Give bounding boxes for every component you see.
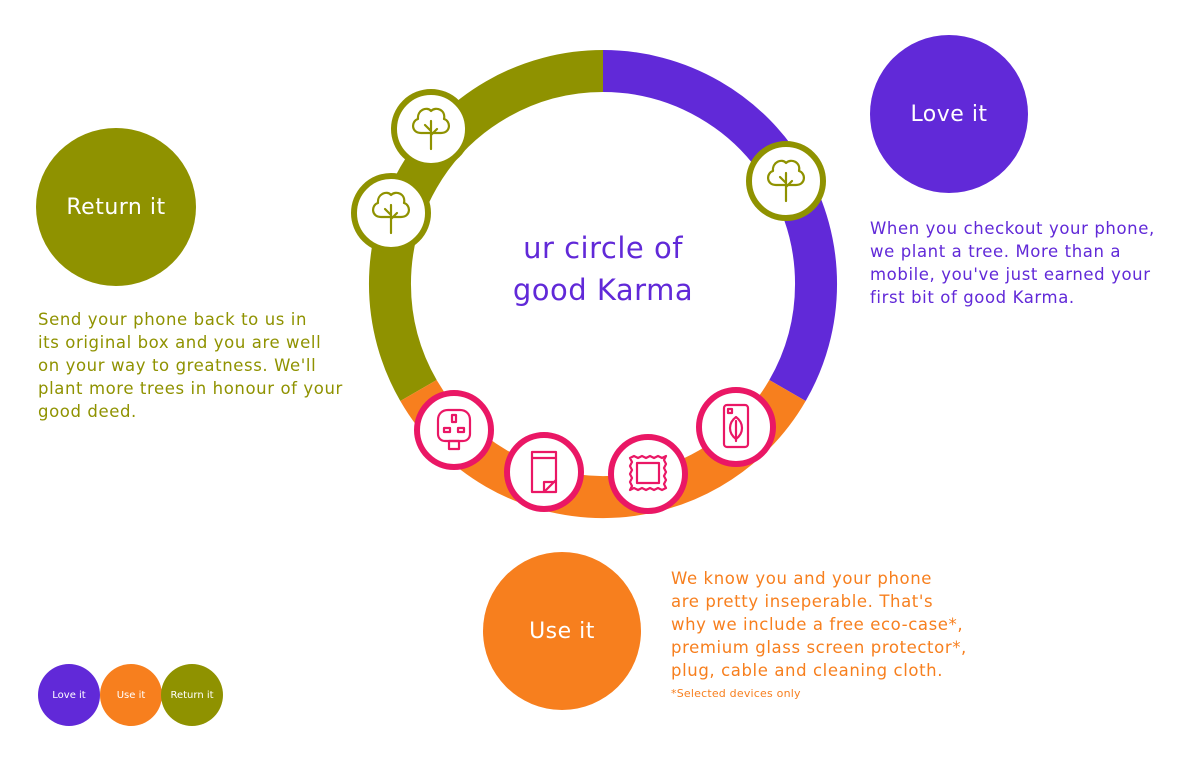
description-line: premium glass screen protector*, xyxy=(671,638,967,657)
center-title-line: good Karma xyxy=(512,273,694,307)
use-it-label: Use it xyxy=(529,618,595,644)
cleaning-cloth-icon xyxy=(608,434,688,514)
eco-case-icon xyxy=(696,387,776,467)
love-it-label: Love it xyxy=(910,101,988,127)
screen-protector-icon xyxy=(504,432,584,512)
tree-icon xyxy=(746,141,826,221)
love-it-bubble: Love it xyxy=(870,35,1028,193)
legend-label: Use it xyxy=(116,689,146,701)
center-title-line: ur circle of xyxy=(523,231,683,265)
description-line: its original box and you are well xyxy=(38,333,322,352)
description-line: are pretty inseperable. That's xyxy=(671,592,934,611)
tree-icon xyxy=(391,89,471,169)
legend-use-it: Use it xyxy=(100,664,162,726)
center-title: ur circle of good Karma xyxy=(463,227,743,311)
legend-love-it: Love it xyxy=(38,664,100,726)
legend-label: Return it xyxy=(170,689,214,701)
description-line: plug, cable and cleaning cloth. xyxy=(671,661,944,680)
description-line: mobile, you've just earned your xyxy=(870,265,1151,284)
return-it-bubble: Return it xyxy=(36,128,196,286)
tree-icon xyxy=(351,173,431,253)
description-line: we plant a tree. More than a xyxy=(870,242,1122,261)
return-description: Send your phone back to us in its origin… xyxy=(38,308,343,423)
description-line: good deed. xyxy=(38,402,137,421)
description-line: why we include a free eco-case*, xyxy=(671,615,964,634)
use-it-bubble: Use it xyxy=(483,552,641,710)
description-line: Send your phone back to us in xyxy=(38,310,308,329)
description-line: plant more trees in honour of your xyxy=(38,379,343,398)
legend-label: Love it xyxy=(52,689,86,701)
return-it-label: Return it xyxy=(66,194,166,220)
description-line: We know you and your phone xyxy=(671,569,933,588)
description-line: first bit of good Karma. xyxy=(870,288,1075,307)
return-arc xyxy=(368,50,604,401)
footnote: *Selected devices only xyxy=(671,687,801,700)
use-description: We know you and your phone are pretty in… xyxy=(671,567,967,702)
plug-icon xyxy=(414,390,494,470)
legend-return-it: Return it xyxy=(161,664,223,726)
love-description: When you checkout your phone, we plant a… xyxy=(870,217,1155,309)
description-line: When you checkout your phone, xyxy=(870,219,1155,238)
description-line: on your way to greatness. We'll xyxy=(38,356,317,375)
